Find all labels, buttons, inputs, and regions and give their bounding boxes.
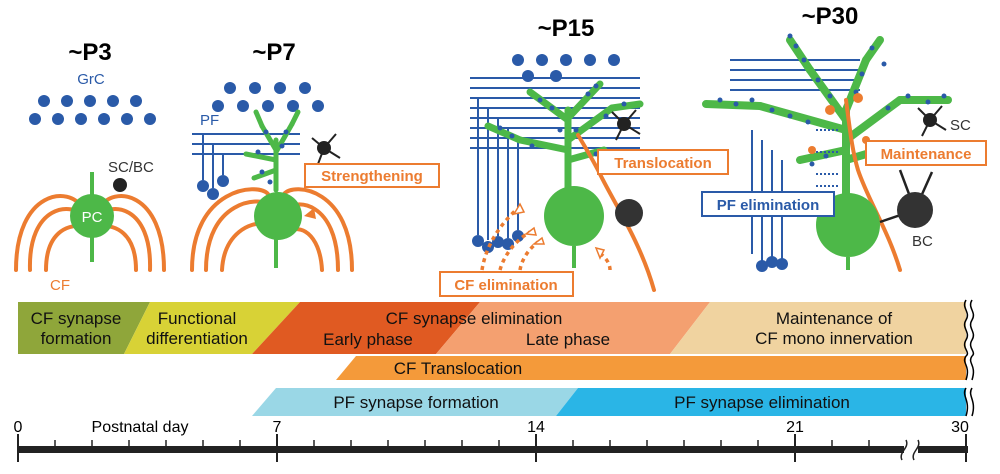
axis-minor-ticks bbox=[54, 440, 870, 446]
phase-early bbox=[252, 302, 480, 354]
phase-label-maintenance-1: Maintenance of bbox=[776, 309, 893, 328]
phase-label-cf-formation-2: formation bbox=[41, 329, 112, 348]
phase-label-late: Late phase bbox=[526, 330, 610, 349]
axis-line-left bbox=[18, 446, 904, 453]
bc-label: BC bbox=[912, 233, 933, 250]
axis-break-icon bbox=[900, 439, 920, 461]
phase-label-cf-formation-1: CF synapse bbox=[31, 309, 122, 328]
translocation-band bbox=[336, 356, 966, 380]
pc-dendrite-p15 bbox=[484, 80, 644, 194]
stage-title-p15: ~P15 bbox=[538, 15, 595, 42]
pf-elimination-box bbox=[701, 191, 835, 217]
stellate-cell-p15 bbox=[611, 109, 641, 141]
granule-cells-p7 bbox=[212, 82, 324, 112]
interneuron-p3 bbox=[113, 178, 127, 192]
retracting-cfs-p15 bbox=[480, 208, 612, 271]
eliminated-pf-terminals-p30 bbox=[816, 129, 840, 187]
tick-14: 14 bbox=[527, 419, 545, 436]
basket-cell-p15 bbox=[615, 199, 643, 227]
strengthening-label: Strengthening bbox=[321, 168, 423, 185]
pf-elimination-bar-label: PF synapse elimination bbox=[674, 393, 850, 412]
pf-formation-label: PF synapse formation bbox=[333, 393, 498, 412]
phase-label-functional-2: differentiation bbox=[146, 329, 248, 348]
pf-bar: PF synapse formation PF synapse eliminat… bbox=[252, 388, 966, 416]
cf-elimination-box bbox=[439, 271, 574, 297]
maintenance-label: Maintenance bbox=[881, 146, 972, 163]
pf-label: PF bbox=[200, 112, 219, 129]
phase-maintenance bbox=[670, 302, 966, 354]
pc-dendrite-p30 bbox=[702, 36, 952, 204]
pf-synapses-p30 bbox=[717, 33, 947, 167]
panel-p3: ~P3 GrC PC SC/BC CF bbox=[14, 39, 166, 294]
tick-0: 0 bbox=[14, 419, 23, 436]
cf-label: CF bbox=[50, 277, 70, 294]
phase-late bbox=[436, 302, 710, 354]
phase-label-early: Early phase bbox=[323, 330, 413, 349]
stage-title-p3: ~P3 bbox=[68, 39, 111, 66]
scbc-label: SC/BC bbox=[108, 159, 154, 176]
strengthening-box bbox=[304, 163, 440, 188]
granule-somata-p7 bbox=[197, 175, 229, 200]
stellate-cell-p7 bbox=[311, 133, 341, 165]
tick-21: 21 bbox=[786, 419, 804, 436]
panel-p30: ~P30 bbox=[701, 3, 987, 272]
pc-dendrite-p7 bbox=[243, 109, 301, 193]
climbing-fiber-p15 bbox=[576, 133, 656, 292]
panel-p7: ~P7 PF bbox=[190, 39, 440, 272]
phase-label-cf-elimination: CF synapse elimination bbox=[386, 309, 563, 328]
phase-functional-differentiation bbox=[124, 302, 300, 354]
pc-label: PC bbox=[82, 209, 103, 226]
maintenance-box bbox=[865, 140, 987, 166]
cf-phase-bar: CF synapse formation Functional differen… bbox=[18, 302, 966, 354]
granule-cells-p15 bbox=[512, 54, 620, 82]
translocation-box bbox=[597, 149, 729, 175]
axis-line-right bbox=[918, 446, 968, 453]
purkinje-cell-p15 bbox=[544, 186, 604, 246]
translocation-bar-label: CF Translocation bbox=[394, 359, 523, 378]
grc-label: GrC bbox=[77, 71, 105, 88]
pf-elimination-label: PF elimination bbox=[717, 197, 820, 214]
time-axis: 0 Postnatal day 7 14 21 30 bbox=[14, 419, 969, 462]
phase-label-functional-1: Functional bbox=[158, 309, 236, 328]
axis-break-bars bbox=[963, 299, 975, 417]
tick-7: 7 bbox=[273, 419, 282, 436]
granule-somata-p30 bbox=[756, 256, 788, 272]
stage-title-p30: ~P30 bbox=[802, 3, 859, 30]
tick-30: 30 bbox=[951, 419, 969, 436]
stellate-cell-p30 bbox=[917, 105, 947, 137]
purkinje-cell-p3 bbox=[70, 194, 114, 238]
translocation-label: Translocation bbox=[614, 155, 712, 172]
climbing-fiber-p30 bbox=[844, 98, 902, 272]
cf-terminal-p7 bbox=[304, 208, 316, 219]
pf-formation-band bbox=[252, 388, 578, 416]
pf-synapses-p7 bbox=[255, 129, 289, 185]
granule-cells-p3 bbox=[29, 95, 156, 125]
basket-cell-p30 bbox=[879, 169, 934, 228]
panel-p15: ~P15 bbox=[439, 15, 729, 297]
axis-title: Postnatal day bbox=[92, 419, 189, 436]
cf-elimination-label: CF elimination bbox=[454, 277, 557, 294]
cf-translocation-bar: CF Translocation bbox=[336, 356, 966, 380]
pf-elimination-band bbox=[556, 388, 966, 416]
stage-title-p7: ~P7 bbox=[252, 39, 295, 66]
axis-major-ticks bbox=[17, 434, 967, 462]
phase-cf-synapse-formation bbox=[18, 302, 150, 354]
purkinje-cell-p7 bbox=[254, 192, 302, 240]
retraction-arrowheads-p15 bbox=[512, 202, 606, 260]
cf-varicosities-p30 bbox=[808, 93, 870, 154]
sc-label: SC bbox=[950, 117, 971, 134]
phase-label-maintenance-2: CF mono innervation bbox=[755, 329, 913, 348]
